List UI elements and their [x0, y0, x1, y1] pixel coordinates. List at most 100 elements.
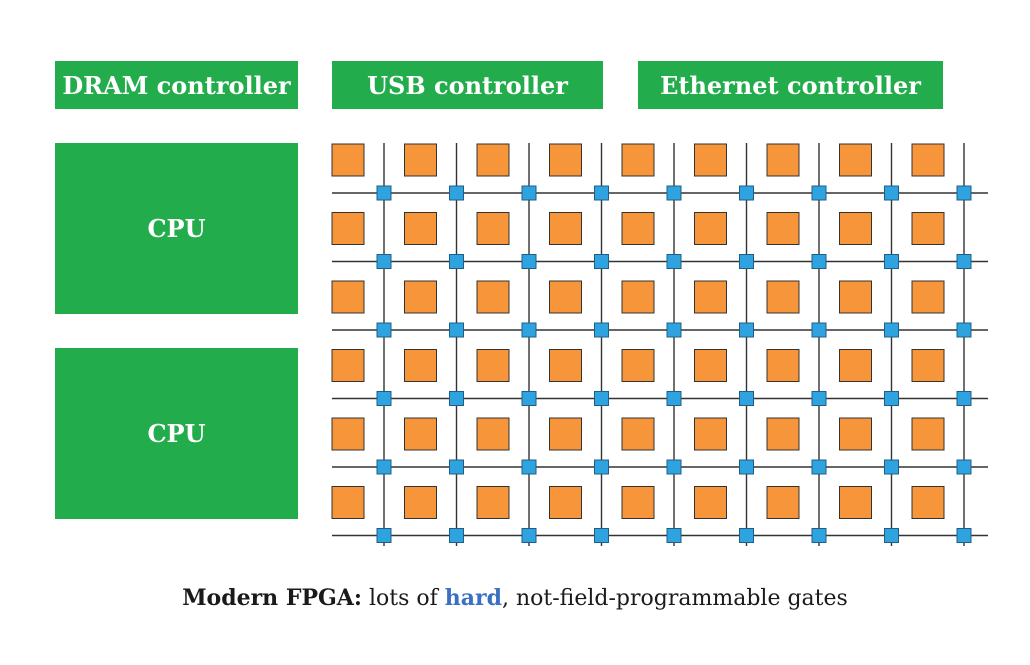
switch-box — [884, 528, 899, 543]
switch-box — [521, 185, 537, 201]
switch-box — [666, 254, 682, 269]
dram-controller-block: DRAM controller — [55, 61, 298, 109]
switch-box — [521, 322, 537, 338]
switch-box — [884, 322, 899, 338]
switch-box — [666, 459, 682, 475]
switch-box — [811, 322, 827, 338]
usb-controller-block: USB controller — [332, 61, 603, 109]
logic-block — [621, 486, 655, 519]
switch-box — [956, 185, 972, 201]
switch-box — [376, 254, 392, 269]
switch-box — [739, 459, 754, 475]
switch-box — [521, 391, 537, 406]
logic-block — [694, 212, 727, 245]
logic-block — [766, 280, 800, 314]
switch-box — [666, 185, 682, 201]
switch-box — [884, 391, 899, 406]
logic-block — [404, 143, 437, 177]
caption-title: Modern FPGA: — [182, 585, 362, 611]
logic-block — [694, 280, 727, 314]
switch-box — [811, 391, 827, 406]
logic-block — [911, 280, 945, 314]
logic-block — [476, 143, 510, 177]
logic-block — [476, 417, 510, 451]
switch-box — [666, 528, 682, 543]
logic-block — [404, 486, 437, 519]
caption: Modern FPGA: lots of hard, not-field-pro… — [0, 585, 1030, 611]
cpu-block-2: CPU — [55, 348, 298, 519]
logic-block — [694, 349, 727, 382]
logic-block — [549, 349, 582, 382]
logic-block — [911, 212, 945, 245]
logic-block — [404, 349, 437, 382]
switch-box — [884, 185, 899, 201]
switch-box — [594, 391, 609, 406]
caption-text-after: , not-field-programmable gates — [502, 586, 848, 611]
ethernet-controller-block: Ethernet controller — [638, 61, 943, 109]
cpu-block-1: CPU — [55, 143, 298, 314]
switch-box — [739, 185, 754, 201]
dram-controller-label: DRAM controller — [62, 70, 291, 100]
logic-block — [549, 143, 582, 177]
logic-block — [766, 417, 800, 451]
switch-box — [739, 528, 754, 543]
logic-block — [911, 486, 945, 519]
switch-box — [521, 459, 537, 475]
switch-box — [739, 254, 754, 269]
logic-block — [694, 486, 727, 519]
switch-box — [449, 459, 464, 475]
logic-block — [621, 417, 655, 451]
logic-block — [404, 212, 437, 245]
ethernet-controller-label: Ethernet controller — [660, 70, 921, 100]
usb-controller-label: USB controller — [367, 70, 568, 100]
switch-box — [811, 528, 827, 543]
logic-block — [621, 349, 655, 382]
switch-box — [594, 322, 609, 338]
switch-box — [956, 528, 972, 543]
logic-block — [621, 280, 655, 314]
switch-box — [376, 322, 392, 338]
switch-box — [449, 254, 464, 269]
switch-box — [884, 459, 899, 475]
switch-box — [449, 391, 464, 406]
logic-block — [331, 349, 365, 382]
logic-block — [621, 143, 655, 177]
logic-block — [694, 143, 727, 177]
switch-box — [449, 185, 464, 201]
logic-block — [331, 143, 365, 177]
switch-box — [956, 322, 972, 338]
logic-block — [476, 486, 510, 519]
logic-block — [766, 486, 800, 519]
switch-box — [956, 254, 972, 269]
logic-block — [331, 417, 365, 451]
logic-block — [766, 212, 800, 245]
logic-block — [839, 212, 872, 245]
switch-box — [739, 391, 754, 406]
switch-box — [739, 322, 754, 338]
logic-block — [694, 417, 727, 451]
switch-box — [376, 391, 392, 406]
logic-block — [549, 417, 582, 451]
logic-block — [839, 417, 872, 451]
logic-block — [911, 349, 945, 382]
logic-block — [549, 280, 582, 314]
switch-box — [449, 322, 464, 338]
logic-block — [404, 280, 437, 314]
switch-box — [376, 185, 392, 201]
logic-block — [404, 417, 437, 451]
logic-block — [839, 143, 872, 177]
logic-block — [621, 212, 655, 245]
switch-box — [376, 459, 392, 475]
logic-block — [331, 486, 365, 519]
switch-box — [594, 528, 609, 543]
logic-block — [331, 280, 365, 314]
switch-box — [956, 391, 972, 406]
caption-highlight: hard — [444, 585, 502, 611]
logic-block — [839, 486, 872, 519]
logic-block — [766, 143, 800, 177]
switch-box — [956, 459, 972, 475]
logic-block — [331, 212, 365, 245]
switch-box — [666, 322, 682, 338]
switch-box — [811, 185, 827, 201]
logic-block — [839, 349, 872, 382]
